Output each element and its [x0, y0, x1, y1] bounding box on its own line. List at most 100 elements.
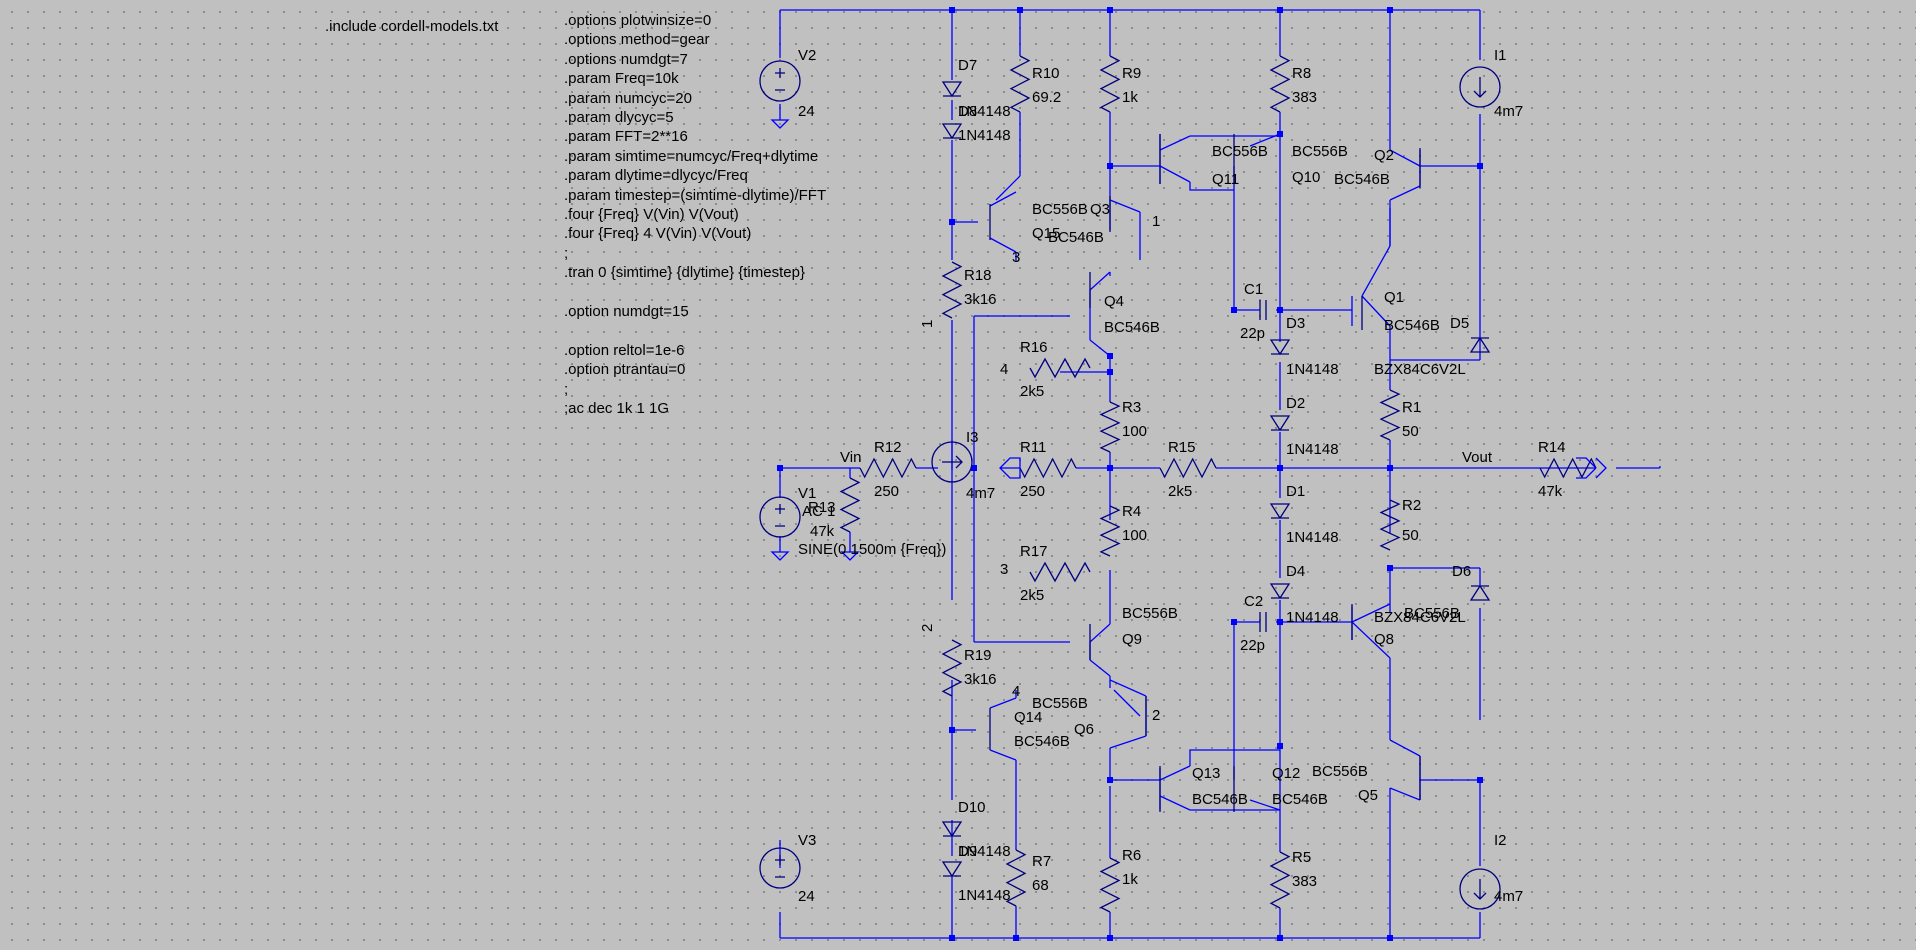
r15-resistor[interactable]	[1159, 457, 1217, 479]
spice-directive-line[interactable]: .param dlycyc=5	[564, 109, 674, 126]
r17-resistor[interactable]	[1029, 561, 1091, 583]
r4-resistor[interactable]	[1099, 505, 1121, 557]
label-r9: R9	[1122, 65, 1141, 82]
label-r2_v: 50	[1402, 527, 1419, 544]
label-r15: R15	[1168, 439, 1196, 456]
spice-directive-line[interactable]: ;ac dec 1k 1 1G	[564, 400, 670, 417]
r5-resistor[interactable]	[1269, 851, 1291, 909]
spice-directive-line[interactable]: .option numdgt=15	[564, 303, 689, 320]
label-c2_v: 22p	[1240, 637, 1265, 654]
label-q3: Q3	[1090, 201, 1110, 218]
label-v1_sine: SINE(0 1500m {Freq})	[798, 541, 946, 558]
spice-directive-line[interactable]: .options numdgt=7	[564, 50, 688, 68]
label-r7: R7	[1032, 853, 1051, 870]
spice-directive-line[interactable]: .param numcyc=20	[564, 89, 692, 107]
r7-resistor[interactable]	[1005, 849, 1027, 907]
label-r19_v: 3k16	[964, 671, 997, 688]
i3-source[interactable]	[931, 441, 973, 483]
spice-directive-line[interactable]: .options method=gear	[564, 31, 710, 49]
label-d4: D4	[1286, 563, 1305, 580]
label-q9_m: BC556B	[1122, 605, 1178, 622]
r9-resistor[interactable]	[1099, 55, 1121, 113]
d5-zener[interactable]	[1469, 336, 1491, 353]
spice-directive-line[interactable]: .param Freq=10k	[564, 70, 679, 88]
d2-diode[interactable]	[1269, 415, 1291, 432]
r1-resistor[interactable]	[1379, 389, 1401, 441]
label-q13_m: BC546B	[1192, 791, 1248, 808]
label-d3_m: 1N4148	[1286, 361, 1339, 378]
label-r1: R1	[1402, 399, 1421, 416]
label-r14_v: 47k	[1538, 483, 1563, 500]
spice-directive-line[interactable]: .param simtime=numcyc/Freq+dlytime	[564, 147, 819, 165]
label-d2: D2	[1286, 395, 1305, 412]
spice-directive-line[interactable]: .options plotwinsize=0	[564, 12, 712, 29]
r10-resistor[interactable]	[1009, 55, 1031, 113]
label-net_vout: Vout	[1462, 449, 1493, 466]
ground-symbols	[770, 119, 860, 561]
spice-directive-line[interactable]: .option ptrantau=0	[564, 361, 686, 379]
label-d6_m: BZX84C6V2L	[1374, 609, 1466, 626]
label-q15: Q15	[1032, 225, 1060, 242]
d8-diode[interactable]	[941, 123, 963, 140]
i1-source[interactable]	[1459, 66, 1501, 108]
spice-directive-line[interactable]: ;	[564, 380, 569, 398]
d7-diode[interactable]	[941, 81, 963, 98]
d6-zener[interactable]	[1469, 584, 1491, 601]
label-q8: Q8	[1374, 631, 1394, 648]
v1-source[interactable]	[759, 496, 801, 538]
r8-resistor[interactable]	[1269, 55, 1291, 113]
r19-resistor[interactable]	[941, 639, 963, 697]
spice-directive-line[interactable]: .option reltol=1e-6	[564, 341, 685, 359]
spice-directive-line[interactable]: .four {Freq} 4 V(Vin) V(Vout)	[564, 225, 752, 243]
r18-resistor[interactable]	[941, 261, 963, 319]
label-r8_v: 383	[1292, 89, 1317, 106]
label-r11: R11	[1020, 439, 1046, 456]
d1-diode[interactable]	[1269, 503, 1291, 520]
r2-resistor[interactable]	[1379, 499, 1401, 551]
r13-resistor[interactable]	[839, 477, 861, 533]
label-v1_ac: AC 1	[802, 503, 835, 520]
i2-source[interactable]	[1459, 868, 1501, 910]
spice-directive-line[interactable]: ;	[564, 244, 569, 262]
label-q8_m: BC556B	[1404, 605, 1460, 622]
r12-resistor[interactable]	[859, 457, 917, 479]
component-symbols	[759, 55, 1597, 913]
spice-directive-line[interactable]: .param timestep=(simtime-dlytime)/FFT	[564, 186, 827, 204]
r16-resistor[interactable]	[1029, 357, 1091, 379]
label-i3_val: 4m7	[966, 485, 995, 502]
label-d6: D6	[1452, 563, 1471, 580]
c1-capacitor[interactable]	[1259, 300, 1267, 320]
r3-resistor[interactable]	[1099, 401, 1121, 453]
label-q12_m: BC546B	[1272, 791, 1328, 808]
spice-directive-line[interactable]: .param FFT=2**16	[564, 128, 688, 146]
label-q5_m: BC556B	[1312, 763, 1368, 780]
label-r19: R19	[964, 647, 992, 664]
include-directive[interactable]: .include cordell-models.txt	[325, 18, 499, 35]
v3-source[interactable]	[759, 847, 801, 889]
r11-resistor[interactable]	[1019, 457, 1077, 479]
v2-source[interactable]	[759, 60, 801, 102]
d4-diode[interactable]	[1269, 583, 1291, 600]
d9-diode[interactable]	[941, 861, 963, 878]
label-q14: Q14	[1014, 709, 1042, 726]
label-v3: V3	[798, 832, 816, 849]
spice-directive-line[interactable]: .four {Freq} V(Vin) V(Vout)	[564, 206, 739, 223]
d10-diode[interactable]	[941, 821, 963, 838]
label-d7: D7	[958, 57, 977, 74]
spice-directive-line[interactable]: .param dlytime=dlycyc/Freq	[564, 167, 748, 185]
label-r13: R13	[808, 499, 836, 516]
spice-directive-line[interactable]: .tran 0 {simtime} {dlytime} {timestep}	[564, 264, 805, 282]
label-q6_m: BC556B	[1032, 695, 1088, 712]
net-terminals	[999, 457, 1607, 479]
r6-resistor[interactable]	[1099, 857, 1121, 913]
c2-capacitor[interactable]	[1259, 612, 1267, 632]
label-r12_v: 250	[874, 483, 899, 500]
label-r11_v: 250	[1020, 483, 1045, 500]
label-r6: R6	[1122, 847, 1141, 864]
label-r5_v: 383	[1292, 873, 1317, 890]
d3-diode[interactable]	[1269, 339, 1291, 356]
label-q12: Q12	[1272, 765, 1300, 782]
